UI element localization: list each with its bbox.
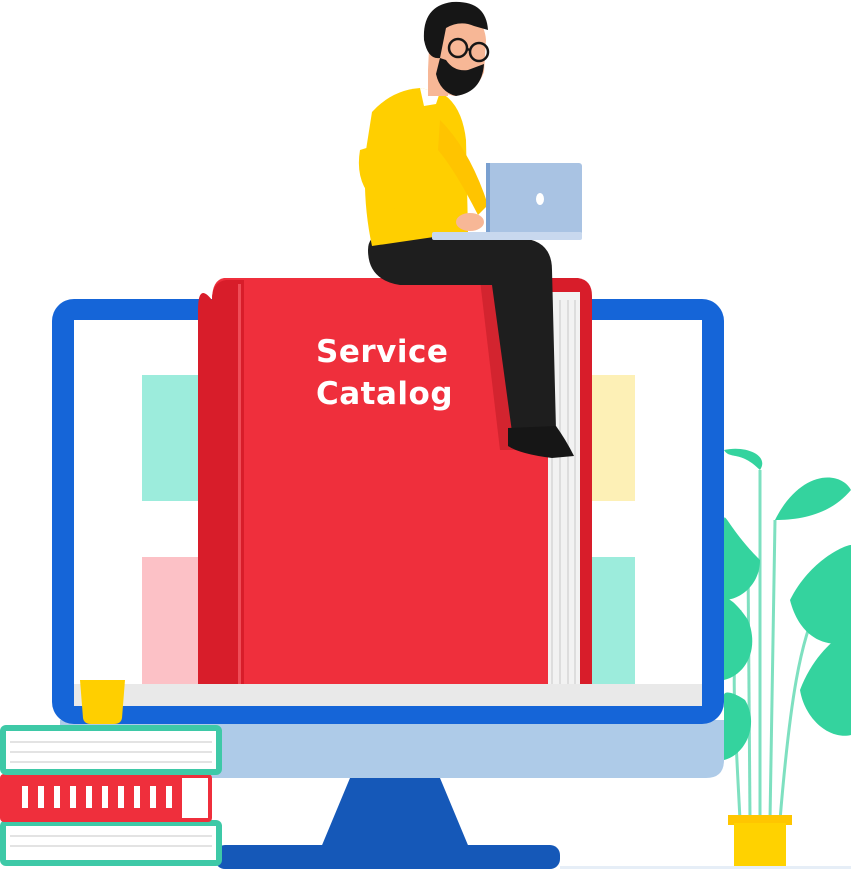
monitor-base	[215, 845, 560, 869]
catalog-book-title-line2: Catalog	[316, 376, 453, 412]
plant-pot-rim	[728, 815, 792, 825]
plant-leaf	[724, 517, 760, 600]
plant-leaf	[800, 631, 851, 736]
screen-card-yellow	[590, 375, 635, 501]
book-stack-icon	[0, 725, 222, 866]
person-hair	[423, 1, 488, 59]
screen-card-teal-bottom	[590, 557, 635, 685]
monitor-chin	[60, 720, 724, 778]
laptop-icon	[432, 163, 582, 240]
monitor-stand	[320, 778, 470, 850]
person-with-laptop-icon	[358, 1, 582, 458]
catalog-book-title-line1: Service	[316, 334, 448, 370]
plant-leaf	[775, 477, 851, 520]
floor-line	[560, 866, 851, 869]
person-glasses	[447, 37, 490, 63]
screen-card-teal-top	[142, 375, 202, 501]
catalog-book-icon: Service Catalog	[198, 278, 592, 684]
person-beard	[436, 58, 484, 96]
plant-leaf	[724, 448, 763, 470]
screen-card-pink	[142, 557, 202, 685]
person-shoe	[508, 426, 574, 458]
plant-pot	[734, 823, 786, 866]
screen-shelf	[74, 684, 702, 706]
plant-leaf	[724, 598, 753, 680]
potted-plant-icon	[560, 448, 851, 869]
mug-icon	[80, 680, 125, 724]
plant-leaf	[724, 692, 752, 760]
plant-leaf	[790, 545, 851, 644]
person-trousers	[368, 232, 556, 432]
